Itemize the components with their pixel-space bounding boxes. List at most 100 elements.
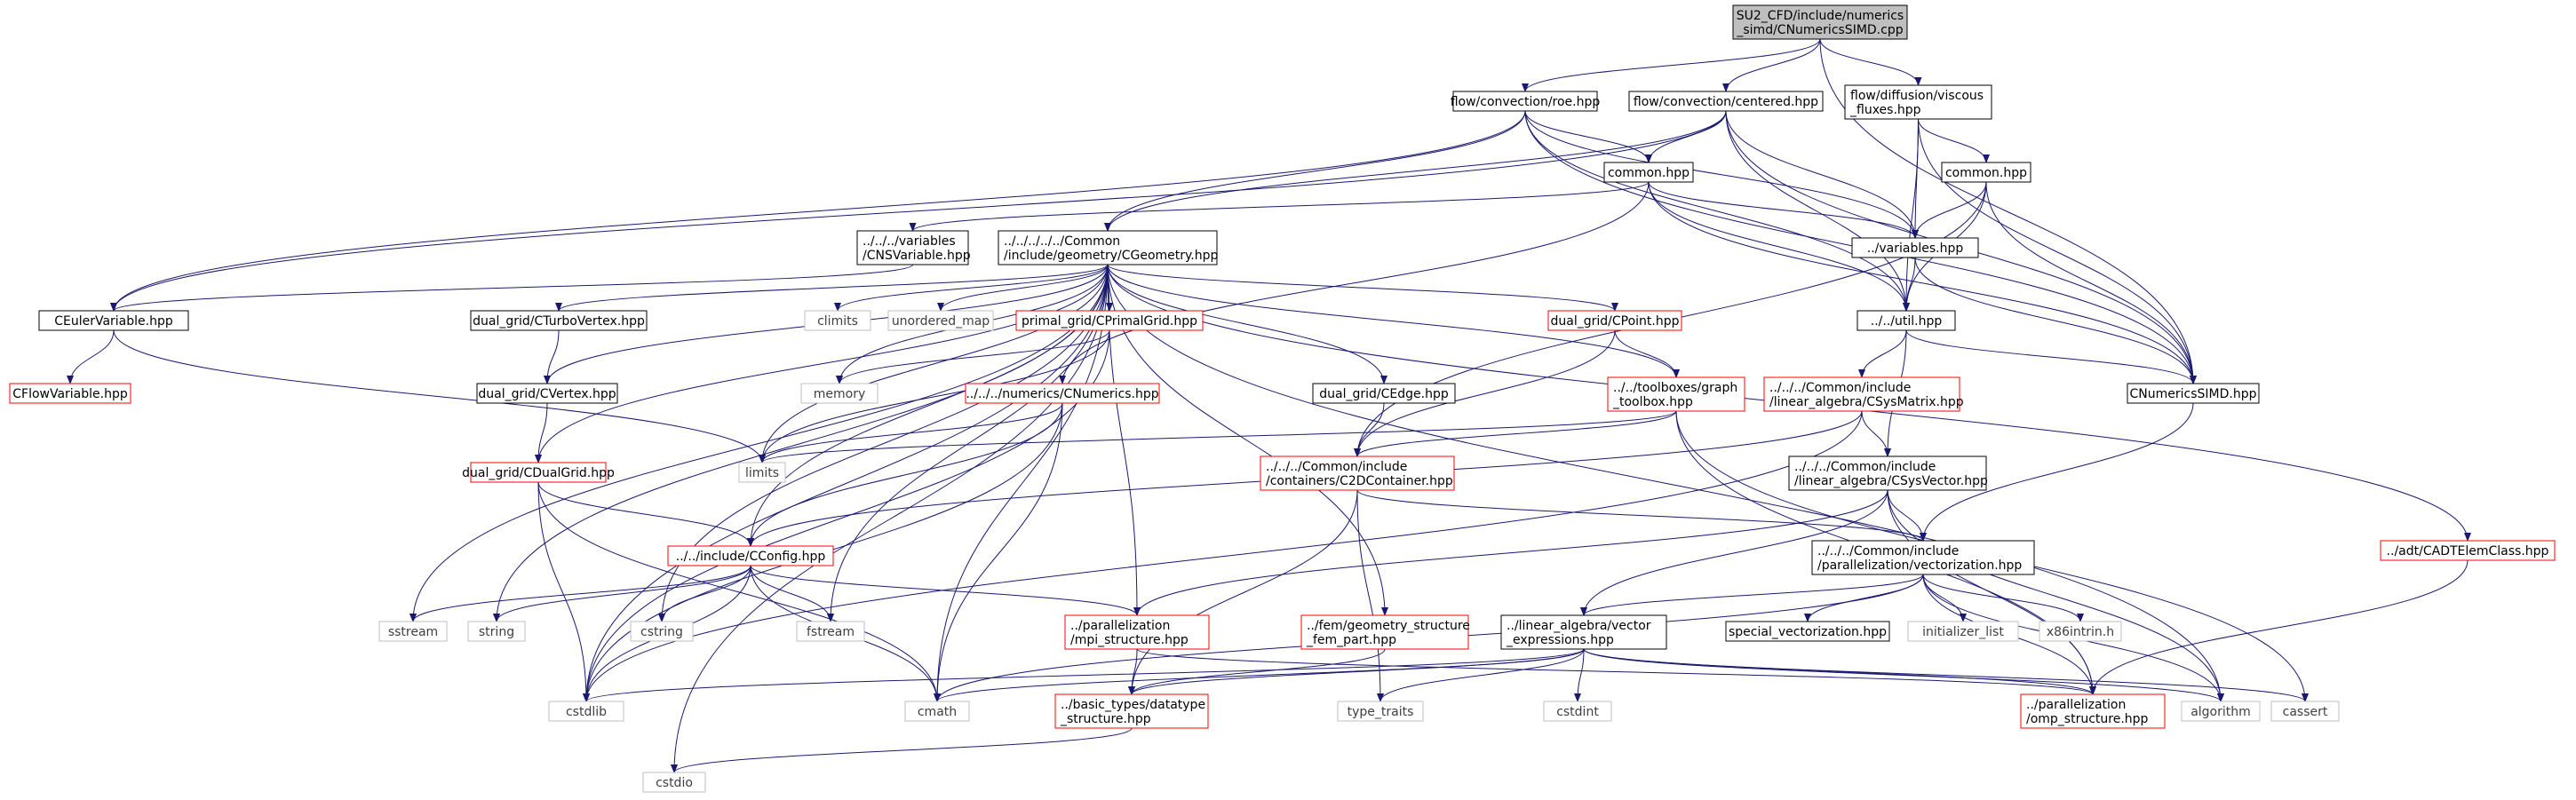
node-label: initializer_list (1922, 625, 2004, 639)
edge-cvertex-to-cdualgrid (535, 402, 548, 463)
edge-roe-to-ceulervar (110, 110, 1526, 312)
edge-vecexpr-to-typetraits (1377, 648, 1585, 702)
edge-cgeometry-to-graphtoolbox (1107, 264, 1680, 378)
node-string: string (467, 621, 526, 642)
edge-cnumericssimd-to-vectorization (1920, 402, 2194, 542)
node-cnumerics[interactable]: ../../../numerics/CNumerics.hpp (965, 383, 1160, 404)
node-cadtelem[interactable]: ../adt/CADTElemClass.hpp (2380, 540, 2556, 561)
node-csysmatrix[interactable]: ../../../Common/include/linear_algebra/C… (1763, 376, 1964, 412)
edge-vecexpr-to-ompstruct (1583, 648, 2096, 695)
node-box (9, 383, 131, 404)
node-cstring: cstring (630, 621, 694, 642)
node-cpoint[interactable]: dual_grid/CPoint.hpp (1547, 310, 1682, 331)
edge-viscous-to-util (1903, 118, 1919, 312)
node-centered[interactable]: flow/convection/centered.hpp (1628, 91, 1824, 112)
node-ceulervar[interactable]: CEulerVariable.hpp (38, 310, 189, 331)
edge-common2-to-variables (1912, 181, 1987, 239)
node-vectorization[interactable]: ../../../Common/include/parallelization/… (1811, 540, 2035, 575)
node-viscous[interactable]: flow/diffusion/viscous_fluxes.hpp (1844, 84, 1992, 120)
node-label: /omp_structure.hpp (2026, 712, 2149, 726)
node-vecexpr[interactable]: ../linear_algebra/vector_expressions.hpp (1500, 614, 1667, 650)
node-label: ../variables.hpp (1867, 242, 1964, 256)
node-box (1941, 162, 2031, 183)
edge-graphtoolbox-to-limits (759, 410, 1677, 463)
node-label: /linear_algebra/CSysVector.hpp (1794, 474, 1988, 488)
node-femgeom[interactable]: ../fem/geometry_structure_fem_part.hpp (1300, 614, 1470, 650)
node-variables[interactable]: ../variables.hpp (1851, 237, 1979, 258)
node-box (2270, 701, 2340, 722)
edge-cgeometry-to-unordered_map (937, 264, 1109, 312)
edge-cconfig-to-cstring (658, 565, 751, 622)
node-box (1725, 621, 1890, 642)
node-util[interactable]: ../../util.hpp (1856, 310, 1956, 331)
node-cgeometry[interactable]: ../../../../../Common/include/geometry/C… (998, 230, 1219, 265)
edge-cadtelem-to-ompstruct (2089, 559, 2469, 695)
node-label: common.hpp (1608, 166, 1690, 180)
node-roe[interactable]: flow/convection/roe.hpp (1451, 91, 1601, 112)
node-cnumericssimd[interactable]: CNumericsSIMD.hpp (2127, 383, 2260, 404)
node-box (1763, 376, 1960, 412)
edge-cnsvar-to-ceulervar (110, 264, 913, 312)
node-ompstruct[interactable]: ../parallelization/omp_structure.hpp (2020, 693, 2166, 729)
node-box (1732, 4, 1908, 40)
node-box (1543, 701, 1612, 722)
node-typetraits: type_traits (1337, 701, 1424, 722)
node-box (965, 383, 1160, 404)
node-box (1788, 455, 1987, 491)
node-label: cstdlib (566, 705, 607, 719)
edge-roe-to-cgeometry (1104, 110, 1526, 232)
node-cturbovertex[interactable]: dual_grid/CTurboVertex.hpp (470, 310, 648, 331)
node-graphtoolbox[interactable]: ../../toolboxes/graph_toolbox.hpp (1607, 376, 1745, 412)
node-c2dcontainer[interactable]: ../../../Common/include/containers/C2DCo… (1260, 455, 1455, 491)
node-specialvec[interactable]: special_vectorization.hpp (1725, 621, 1890, 642)
node-common1[interactable]: common.hpp (1603, 162, 1694, 183)
node-cprimalgrid[interactable]: primal_grid/CPrimalGrid.hpp (1015, 310, 1204, 331)
edge-cgeometry-to-cconfig (747, 264, 1109, 547)
edge-cgeometry-to-cstdio (671, 264, 1109, 773)
node-cvertex[interactable]: dual_grid/CVertex.hpp (476, 383, 618, 404)
node-label: ../../../variables (863, 234, 956, 249)
node-box (1603, 162, 1694, 183)
node-cnsvar[interactable]: ../../../variables/CNSVariable.hpp (856, 230, 971, 265)
node-label: common.hpp (1945, 166, 2027, 180)
edge-cgeometry-to-fstream (827, 264, 1109, 622)
edge-cgeometry-to-cmath (934, 264, 1109, 702)
node-box (1851, 237, 1979, 258)
node-fstream: fstream (796, 621, 865, 642)
node-label: cstdio (656, 776, 693, 790)
node-initlist: initializer_list (1907, 621, 2019, 642)
edge-cdualgrid-to-cstdlib (537, 481, 590, 702)
node-label: /mpi_structure.hpp (1070, 633, 1189, 647)
edge-mpistruct-to-ompstruct (1136, 648, 2096, 695)
node-label: ../../../Common/include (1266, 460, 1407, 474)
node-box (1628, 91, 1824, 112)
edge-cgeometry-to-algorithm (1107, 264, 2224, 702)
node-label: string (479, 625, 514, 639)
node-csysvector[interactable]: ../../../Common/include/linear_algebra/C… (1788, 455, 1988, 491)
node-label: fstream (807, 625, 855, 639)
node-root[interactable]: SU2_CFD/include/numerics_simd/CNumericsS… (1732, 4, 1908, 40)
node-label: dual_grid/CPoint.hpp (1551, 314, 1680, 329)
node-sstream: sstream (378, 621, 448, 642)
node-mpistruct[interactable]: ../parallelization/mpi_structure.hpp (1064, 614, 1210, 650)
node-label: ../basic_types/datatype (1061, 698, 1205, 712)
edge-datatype-to-cstdio (671, 727, 1133, 773)
node-label: ../adt/CADTElemClass.hpp (2387, 544, 2549, 558)
node-box (2039, 621, 2122, 642)
edge-csysvector-to-mpistruct (1133, 489, 1888, 616)
node-box (470, 310, 648, 331)
node-box (856, 230, 969, 265)
node-label: ../../toolboxes/graph (1613, 381, 1737, 395)
node-datatype[interactable]: ../basic_types/datatype_structure.hpp (1054, 693, 1209, 729)
node-cconfig[interactable]: ../../include/CConfig.hpp (667, 545, 834, 566)
edge-csysmatrix-to-csysvector (1861, 410, 1891, 457)
node-cedge[interactable]: dual_grid/CEdge.hpp (1312, 383, 1456, 404)
edge-cgeometry-to-limits (759, 264, 1109, 463)
node-cmath: cmath (904, 701, 970, 722)
node-cassert: cassert (2270, 701, 2340, 722)
node-common2[interactable]: common.hpp (1941, 162, 2031, 183)
node-cdualgrid[interactable]: dual_grid/CDualGrid.hpp (462, 462, 615, 483)
node-label: ../parallelization (1070, 619, 1170, 633)
edge-viscous-to-common2 (1918, 118, 1990, 163)
node-cflowvar[interactable]: CFlowVariable.hpp (9, 383, 131, 404)
